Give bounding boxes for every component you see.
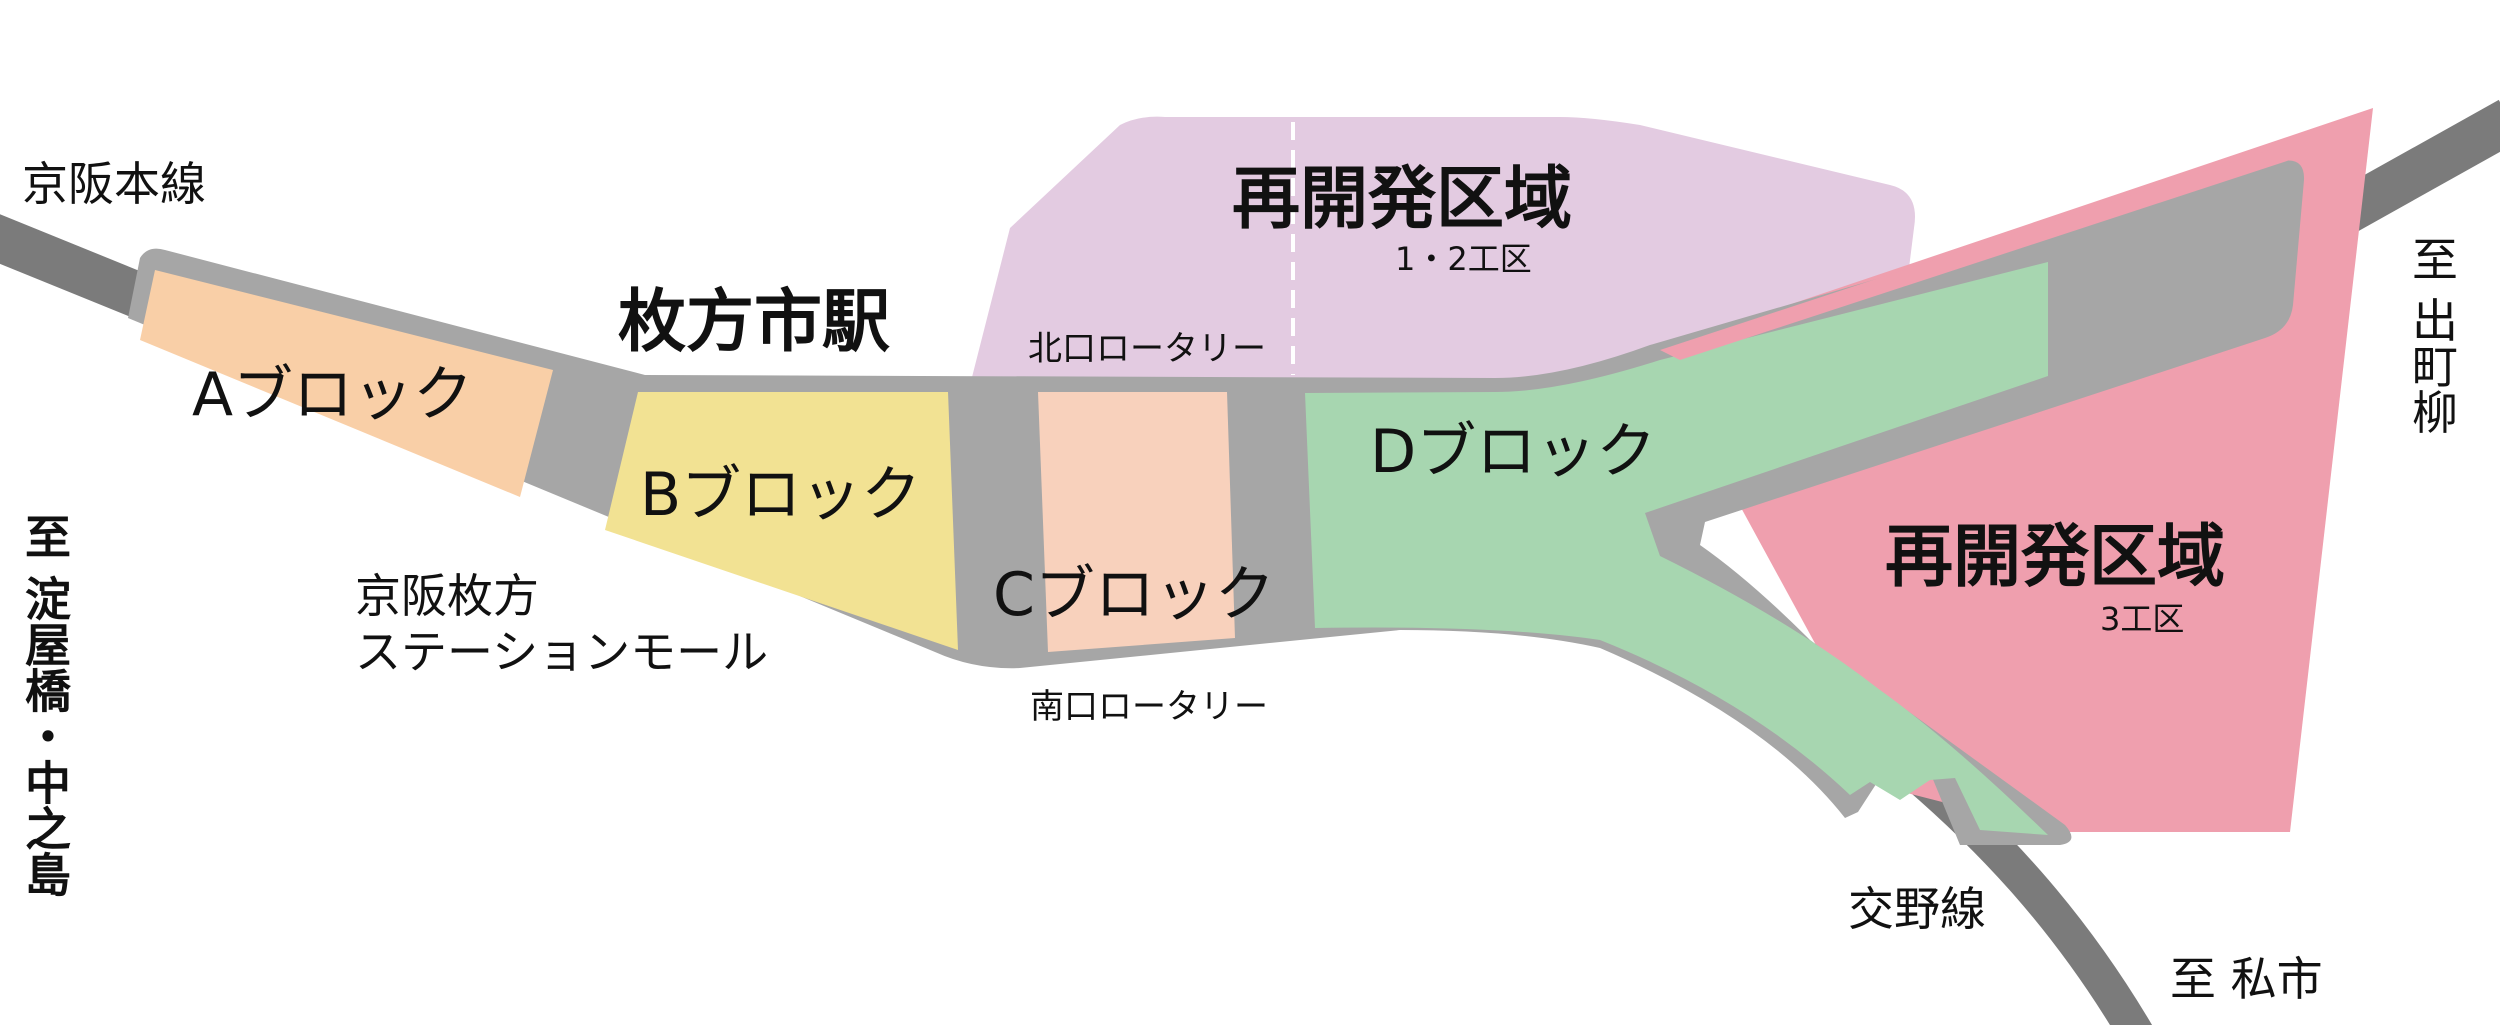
b-block-label: Bブロック [640,460,921,530]
c-block-label: Cブロック [993,560,1275,630]
mall-name-line2: ステーションモール [355,625,768,679]
katano-line-label: 交野線 [1848,882,1986,936]
d-block [1305,262,2048,835]
svg-text:至 淀屋橋・中之島: 至 淀屋橋・中之島 [18,513,72,897]
direction-demachiyanagi-label: 至 出町柳 [2405,236,2459,435]
keihan-main-line-west [0,214,159,322]
north-rotary-label: 北口ロータリー [1028,329,1266,369]
station-name: 枚方市駅 [618,283,890,362]
mall-name-line1: 京阪枚方 [355,569,539,623]
redevelopment-east-label: 再開発区域 [1885,518,2225,597]
redevelopment-north-sub-label: 1・2工区 [1395,240,1532,278]
direction-kisaichi-label: 至 私市 [2170,952,2323,1006]
redevelopment-north-label: 再開発区域 [1232,160,1572,239]
b-block [605,392,958,650]
redevelopment-area-north [970,116,1915,386]
d-block-label: Dブロック [1370,417,1656,487]
south-rotary-label: 南口ロータリー [1030,687,1268,727]
svg-text:至 出町柳: 至 出町柳 [2405,236,2459,435]
keihan-main-line-label: 京阪本線 [22,157,206,211]
redevelopment-east-sub-label: 3工区 [2100,600,2184,638]
a-block [140,270,553,497]
direction-yodoyabashi-label: 至 淀屋橋・中之島 [18,513,72,897]
keihan-main-line-east [2328,99,2500,236]
redevelopment-east-edge [1660,143,2290,360]
c-block [1038,392,1235,652]
a-block-label: Aブロック [192,360,473,430]
